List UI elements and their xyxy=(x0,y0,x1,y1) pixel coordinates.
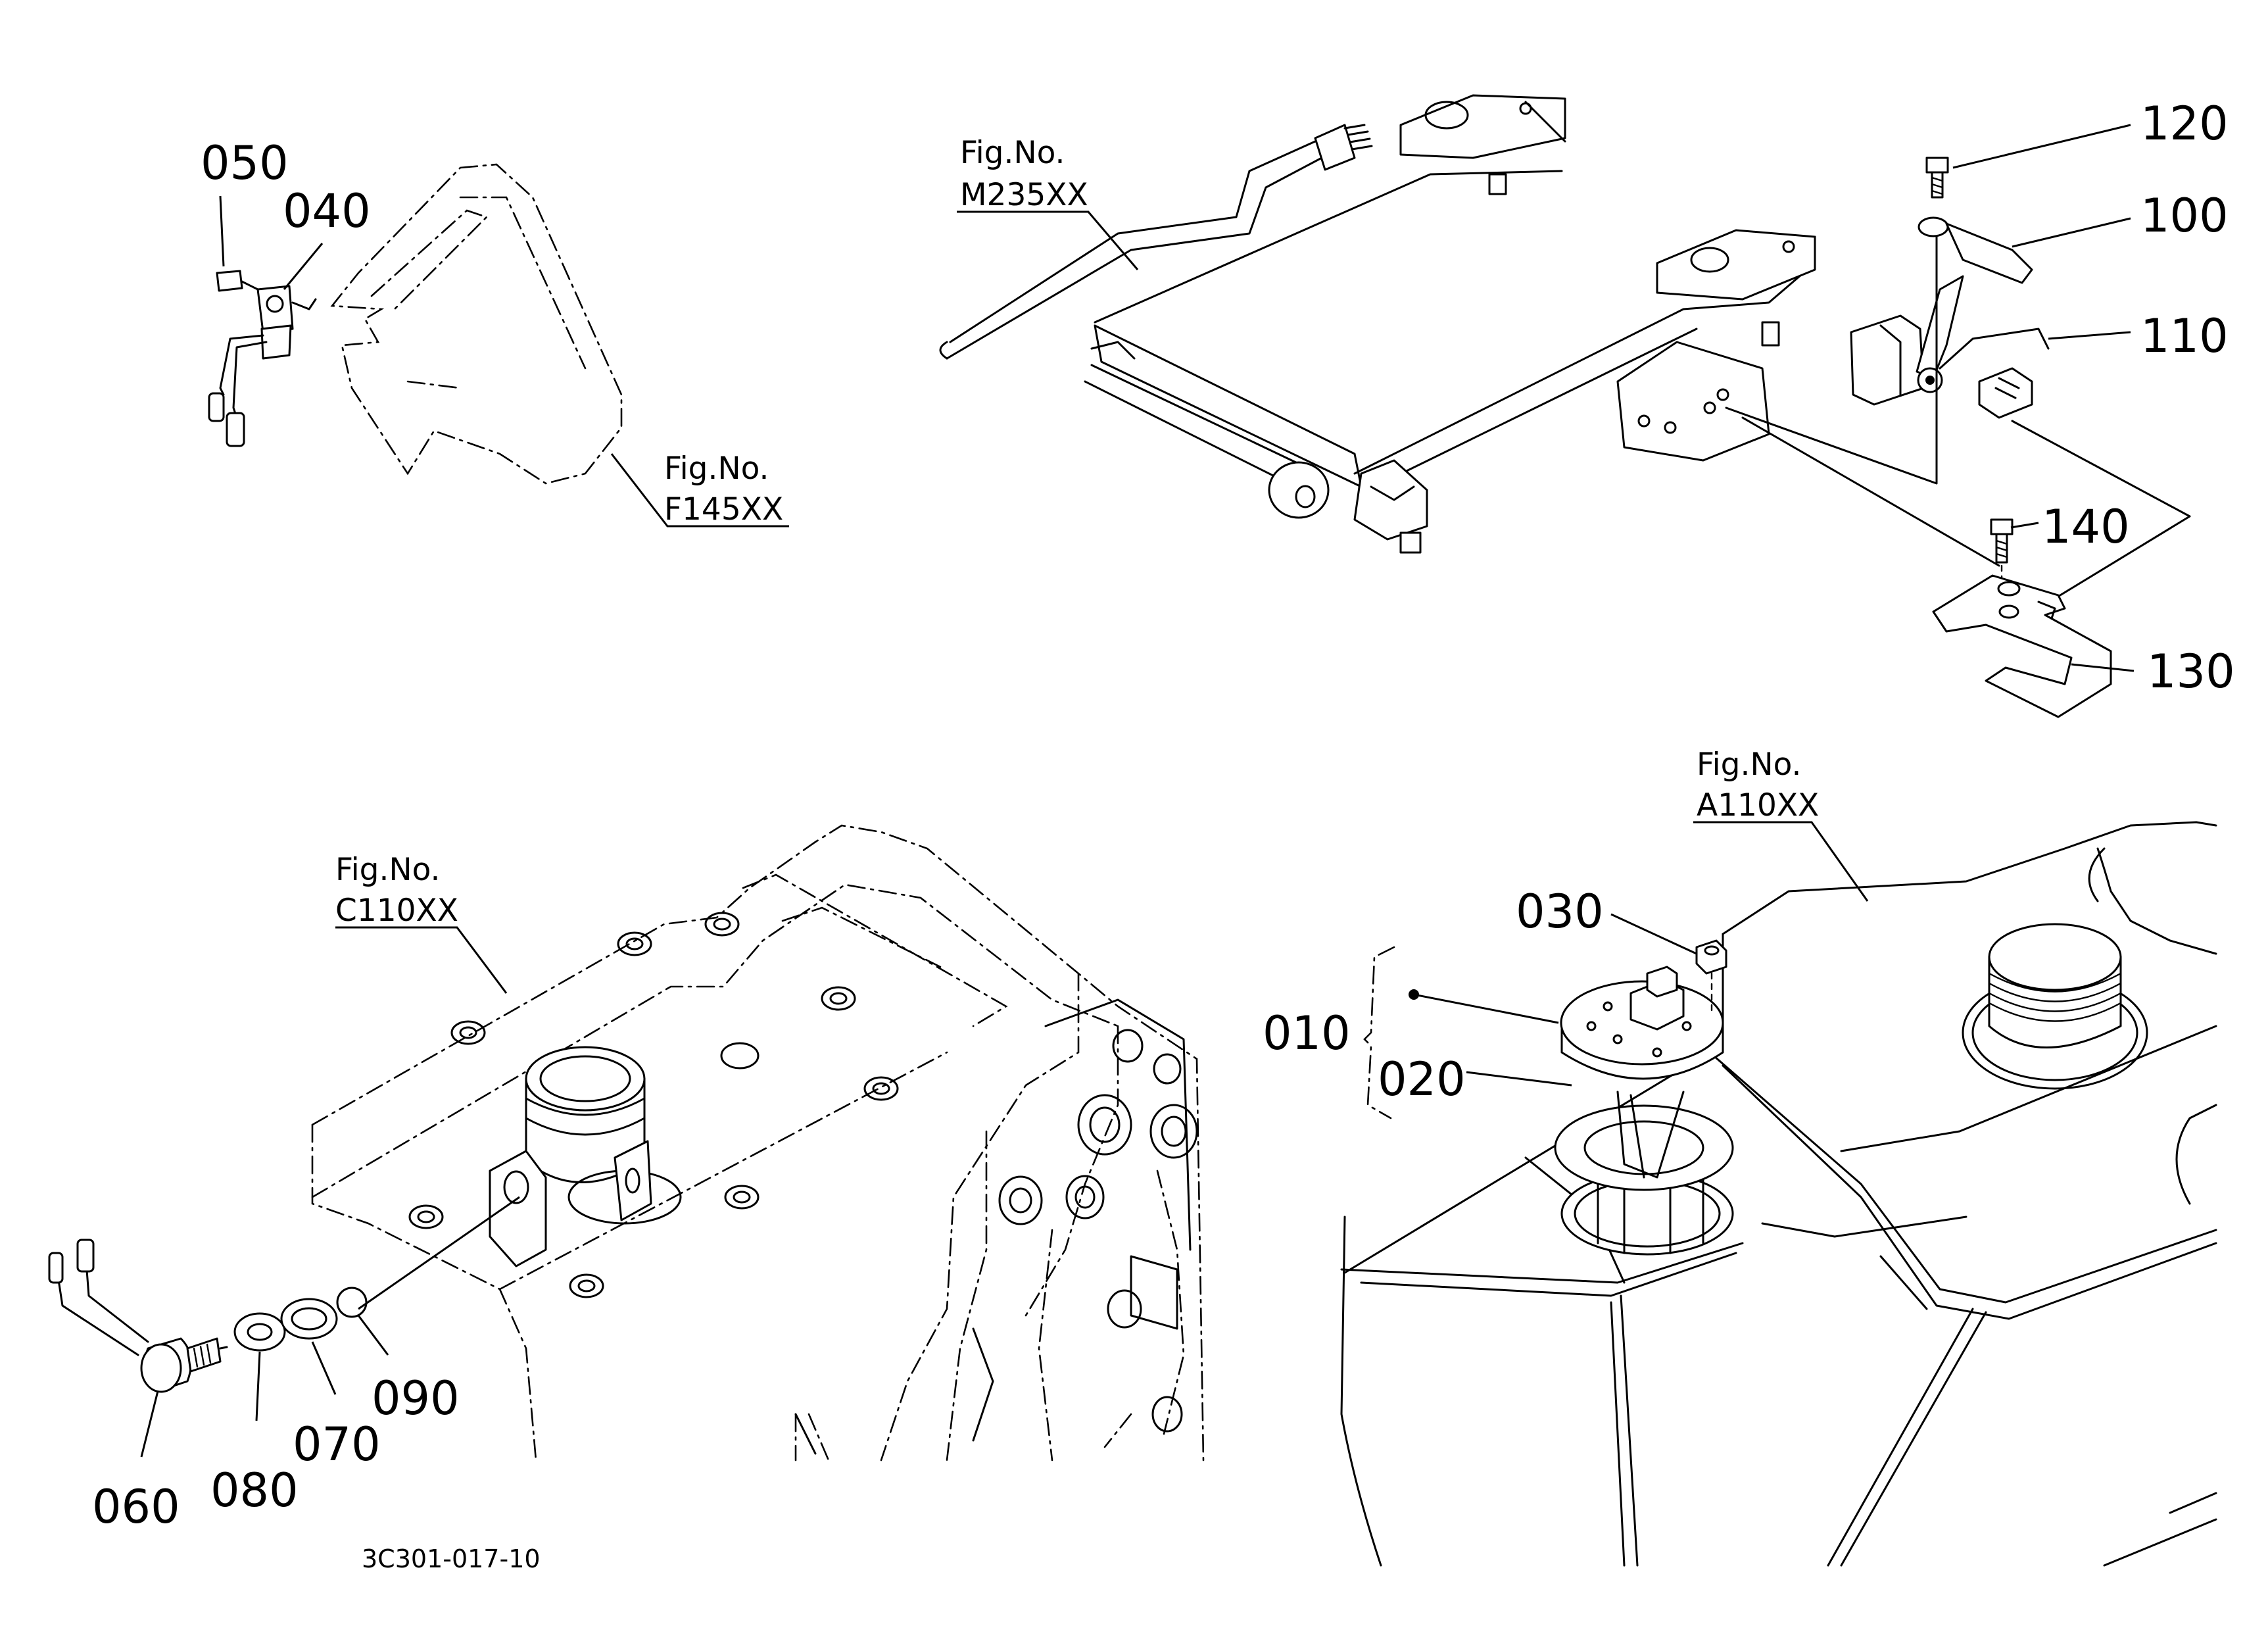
seat-switch-assembly xyxy=(208,163,623,485)
part-label-080: 080 xyxy=(210,1463,299,1517)
part-label-020: 020 xyxy=(1378,1052,1466,1106)
fuel-sender-unit xyxy=(1363,913,1734,1256)
fig-caption-a110: Fig.No. xyxy=(1697,747,1801,783)
part-label-050: 050 xyxy=(201,136,289,190)
seat-switch-bracket-assembly xyxy=(1725,124,2191,718)
oil-level-sensor xyxy=(48,1239,228,1393)
fuel-tank xyxy=(1340,821,2217,1567)
fig-number-m235: M235XX xyxy=(960,177,1088,213)
part-label-100: 100 xyxy=(2140,189,2229,243)
washers xyxy=(233,1287,368,1352)
fig-number-f145: F145XX xyxy=(664,491,783,528)
transmission-case xyxy=(48,824,1205,1462)
fig-number-c110: C110XX xyxy=(335,893,458,929)
leader-c110 xyxy=(335,926,508,994)
part-label-140: 140 xyxy=(2042,500,2130,554)
part-label-060: 060 xyxy=(92,1480,180,1534)
fig-caption-f145: Fig.No. xyxy=(664,451,769,487)
filler-neck xyxy=(489,1046,682,1267)
part-label-010: 010 xyxy=(1263,1006,1351,1060)
leader-f145 xyxy=(610,453,789,528)
cover-plate-outline xyxy=(330,163,623,485)
seat-slide-rails xyxy=(939,94,1816,554)
part-label-070: 070 xyxy=(293,1417,381,1471)
case-bosses xyxy=(794,998,1198,1455)
part-label-030: 030 xyxy=(1516,885,1604,939)
part-label-110: 110 xyxy=(2140,309,2229,363)
fig-caption-m235: Fig.No. xyxy=(960,135,1065,171)
drawing-code: 3C301-017-10 xyxy=(362,1544,541,1573)
part-label-130: 130 xyxy=(2147,645,2235,699)
fig-number-a110: A110XX xyxy=(1697,787,1819,823)
switch-body xyxy=(216,270,317,360)
cover-bolts xyxy=(408,912,899,1298)
leader-a110 xyxy=(1693,821,1869,902)
part-label-040: 040 xyxy=(283,184,371,238)
part-label-120: 120 xyxy=(2140,97,2229,151)
fig-caption-c110: Fig.No. xyxy=(335,852,440,888)
part-label-090: 090 xyxy=(372,1371,460,1425)
leader-m235 xyxy=(957,210,1139,270)
